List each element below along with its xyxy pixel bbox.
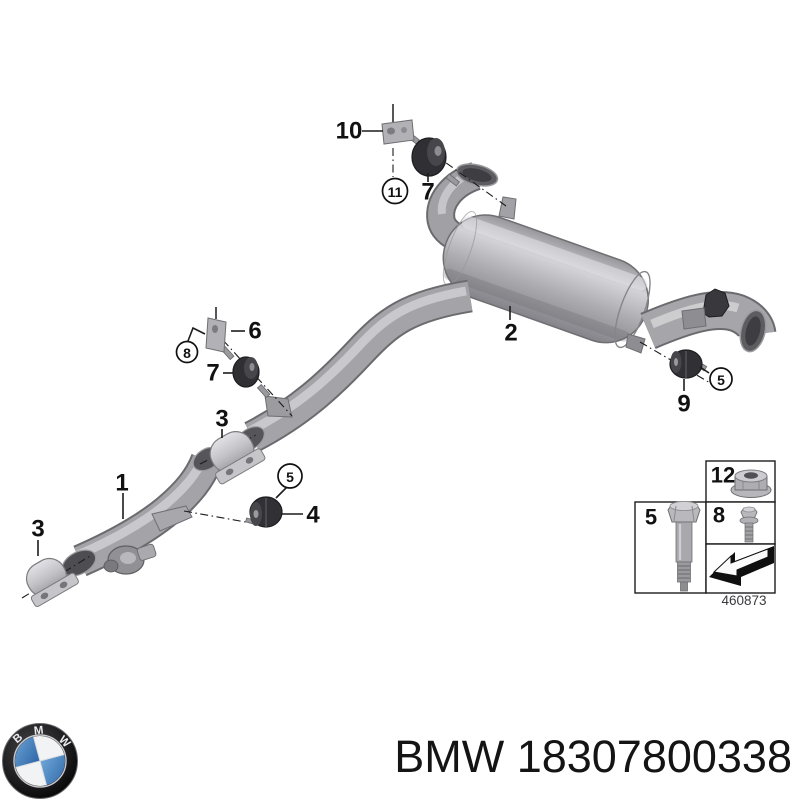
callout-7-mid: 7: [206, 360, 219, 387]
tailpipe-hanger-bracket: [681, 307, 707, 330]
svg-text:5: 5: [286, 469, 294, 485]
svg-text:1: 1: [115, 470, 128, 497]
screw-icon: [739, 506, 759, 543]
svg-text:8: 8: [713, 503, 725, 528]
svg-text:3: 3: [31, 516, 44, 543]
right-tailpipe-shape: [640, 288, 777, 353]
front-pipe-shape: [61, 446, 223, 577]
rubber-mount-7-mid: [232, 356, 260, 388]
mid-pipe-shape: [235, 279, 473, 452]
hanger-bracket-10: [381, 104, 415, 145]
clamp-mid: [209, 431, 266, 485]
callout-10: 10: [336, 118, 363, 145]
callout-circle: [381, 177, 409, 205]
exhaust-flap-actuator: [103, 543, 157, 575]
callout-3-left: 3: [31, 516, 44, 543]
svg-text:12: 12: [711, 463, 735, 488]
callout-5-mid: 5: [277, 463, 303, 489]
logo-letter-m: M: [33, 725, 44, 738]
svg-text:10: 10: [336, 118, 363, 145]
bmw-logo: B M W: [2, 723, 78, 799]
direction-arrow-icon: [709, 546, 774, 586]
svg-text:5: 5: [717, 372, 725, 388]
rubber-mount-7-top: [411, 137, 447, 177]
svg-text:4: 4: [306, 502, 320, 529]
svg-text:7: 7: [206, 360, 219, 387]
muffler-hanger-tab: [498, 196, 517, 220]
svg-text:2: 2: [504, 320, 517, 347]
rubber-mount-9: [669, 349, 703, 379]
leader-lines: [37, 130, 710, 556]
part-number-caption: BMW 18307800338: [394, 731, 792, 782]
callout-11: 11: [381, 177, 409, 205]
drawing-number: 460873: [721, 593, 766, 608]
callout-circle: [277, 463, 303, 489]
svg-text:5: 5: [645, 505, 657, 530]
svg-text:11: 11: [388, 184, 403, 200]
callout-circle: [175, 340, 199, 364]
clamp-front: [25, 557, 79, 607]
svg-text:7: 7: [421, 179, 434, 206]
svg-text:6: 6: [248, 318, 261, 345]
callout-8: 8: [175, 340, 199, 364]
rubber-mount-4: [249, 496, 283, 528]
muffler-shape: [442, 196, 651, 354]
callout-circle: [709, 367, 733, 391]
tailpipe-rubber-hanger: [702, 288, 730, 318]
logo-quadrants: [15, 736, 65, 786]
svg-text:3: 3: [215, 406, 228, 433]
callout-2: 2: [504, 320, 517, 347]
callout-7-top: 7: [421, 179, 434, 206]
muffler-mount-stud: [625, 333, 646, 354]
hanger-bracket-6: [205, 307, 227, 353]
callout-4: 4: [306, 502, 320, 529]
svg-text:8: 8: [183, 345, 191, 361]
shoulder-bolt-icon: [667, 501, 701, 592]
flange-nut-icon: [730, 469, 772, 498]
callout-9: 9: [677, 391, 690, 418]
callout-6: 6: [248, 318, 261, 345]
fastener-box: 5 12 8: [634, 460, 776, 608]
callout-1: 1: [115, 470, 128, 497]
callout-5-right: 5: [709, 367, 733, 391]
mid-pipe-hanger-bracket: [264, 395, 293, 418]
svg-text:9: 9: [677, 391, 690, 418]
front-pipe-bracket: [151, 505, 193, 532]
callout-3-mid: 3: [215, 406, 228, 433]
